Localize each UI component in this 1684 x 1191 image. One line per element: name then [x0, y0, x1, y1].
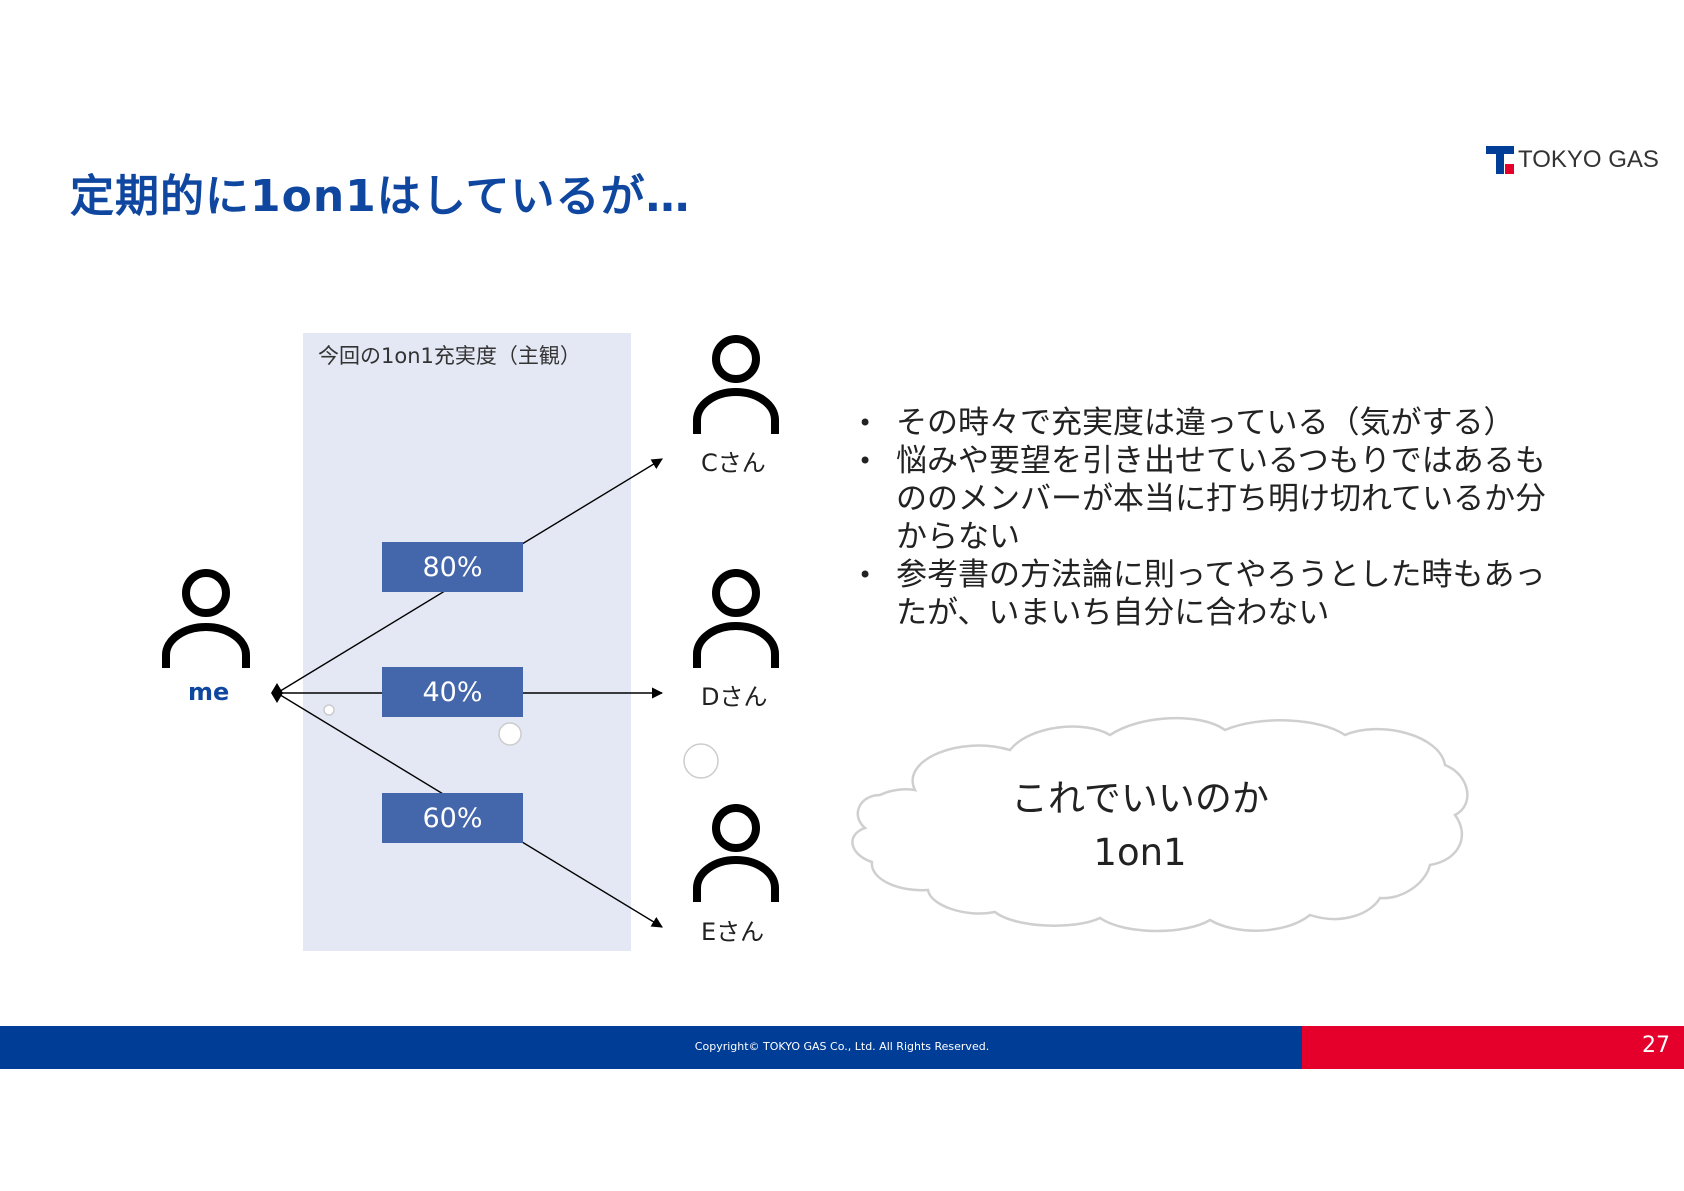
person-icon-c: [693, 335, 779, 434]
person-icon-me: [162, 569, 250, 668]
thought-bubble-large: [683, 743, 719, 779]
copyright-text: Copyright© TOKYO GAS Co., Ltd. All Right…: [694, 1040, 990, 1053]
thought-bubble-small: [323, 704, 335, 716]
bullet-marker: •: [858, 409, 873, 437]
bullet-marker: •: [858, 561, 873, 589]
footer-blue-bar: [0, 1026, 1302, 1069]
satisfaction-box-d: 40%: [382, 667, 523, 717]
bullet-item: • 悩みや要望を引き出せているつもりではあるもののメンバーが本当に打ち明け切れてい…: [852, 442, 1552, 556]
page-number: 27: [1642, 1033, 1670, 1058]
bullet-text: その時々で充実度は違っている（気がする）: [896, 405, 1515, 441]
tokyo-gas-logo-mark-icon: [1486, 146, 1514, 174]
thought-bubble-medium: [498, 722, 522, 746]
tokyo-gas-logo: TOKYO GAS: [1486, 146, 1659, 174]
cloud-line-1: これでいいのか: [1011, 777, 1269, 820]
arrow-origin-diamond: [271, 683, 283, 703]
satisfaction-box-e: 60%: [382, 793, 523, 843]
panel-label: 今回の1on1充実度（主観）: [318, 344, 581, 368]
tokyo-gas-logo-text: TOKYO GAS: [1518, 146, 1659, 173]
bullet-list: • その時々で充実度は違っている（気がする） • 悩みや要望を引き出せているつもりで…: [852, 404, 1552, 632]
satisfaction-box-c: 80%: [382, 542, 523, 592]
person-icon-d: [693, 569, 779, 668]
bullet-marker: •: [858, 447, 873, 475]
bullet-item: • その時々で充実度は違っている（気がする）: [852, 404, 1552, 442]
bullet-text: 悩みや要望を引き出せているつもりではあるもののメンバーが本当に打ち明け切れている…: [896, 443, 1547, 555]
cloud-line-2: 1on1: [1093, 831, 1187, 874]
cloud-text: これでいいのか 1on1: [980, 772, 1300, 880]
footer-red-bar: [1302, 1026, 1684, 1069]
member-label-c: Cさん: [701, 449, 766, 477]
member-label-d: Dさん: [701, 683, 768, 711]
satisfaction-panel: [303, 333, 631, 951]
person-icon-e: [693, 804, 779, 902]
member-label-e: Eさん: [701, 918, 765, 946]
bullet-item: • 参考書の方法論に則ってやろうとした時もあったが、いまいち自分に合わない: [852, 556, 1552, 632]
me-label: me: [188, 678, 230, 706]
thought-cloud: [851, 716, 1469, 933]
bullet-text: 参考書の方法論に則ってやろうとした時もあったが、いまいち自分に合わない: [896, 557, 1546, 631]
page-title: 定期的に1on1はしているが…: [70, 171, 691, 222]
